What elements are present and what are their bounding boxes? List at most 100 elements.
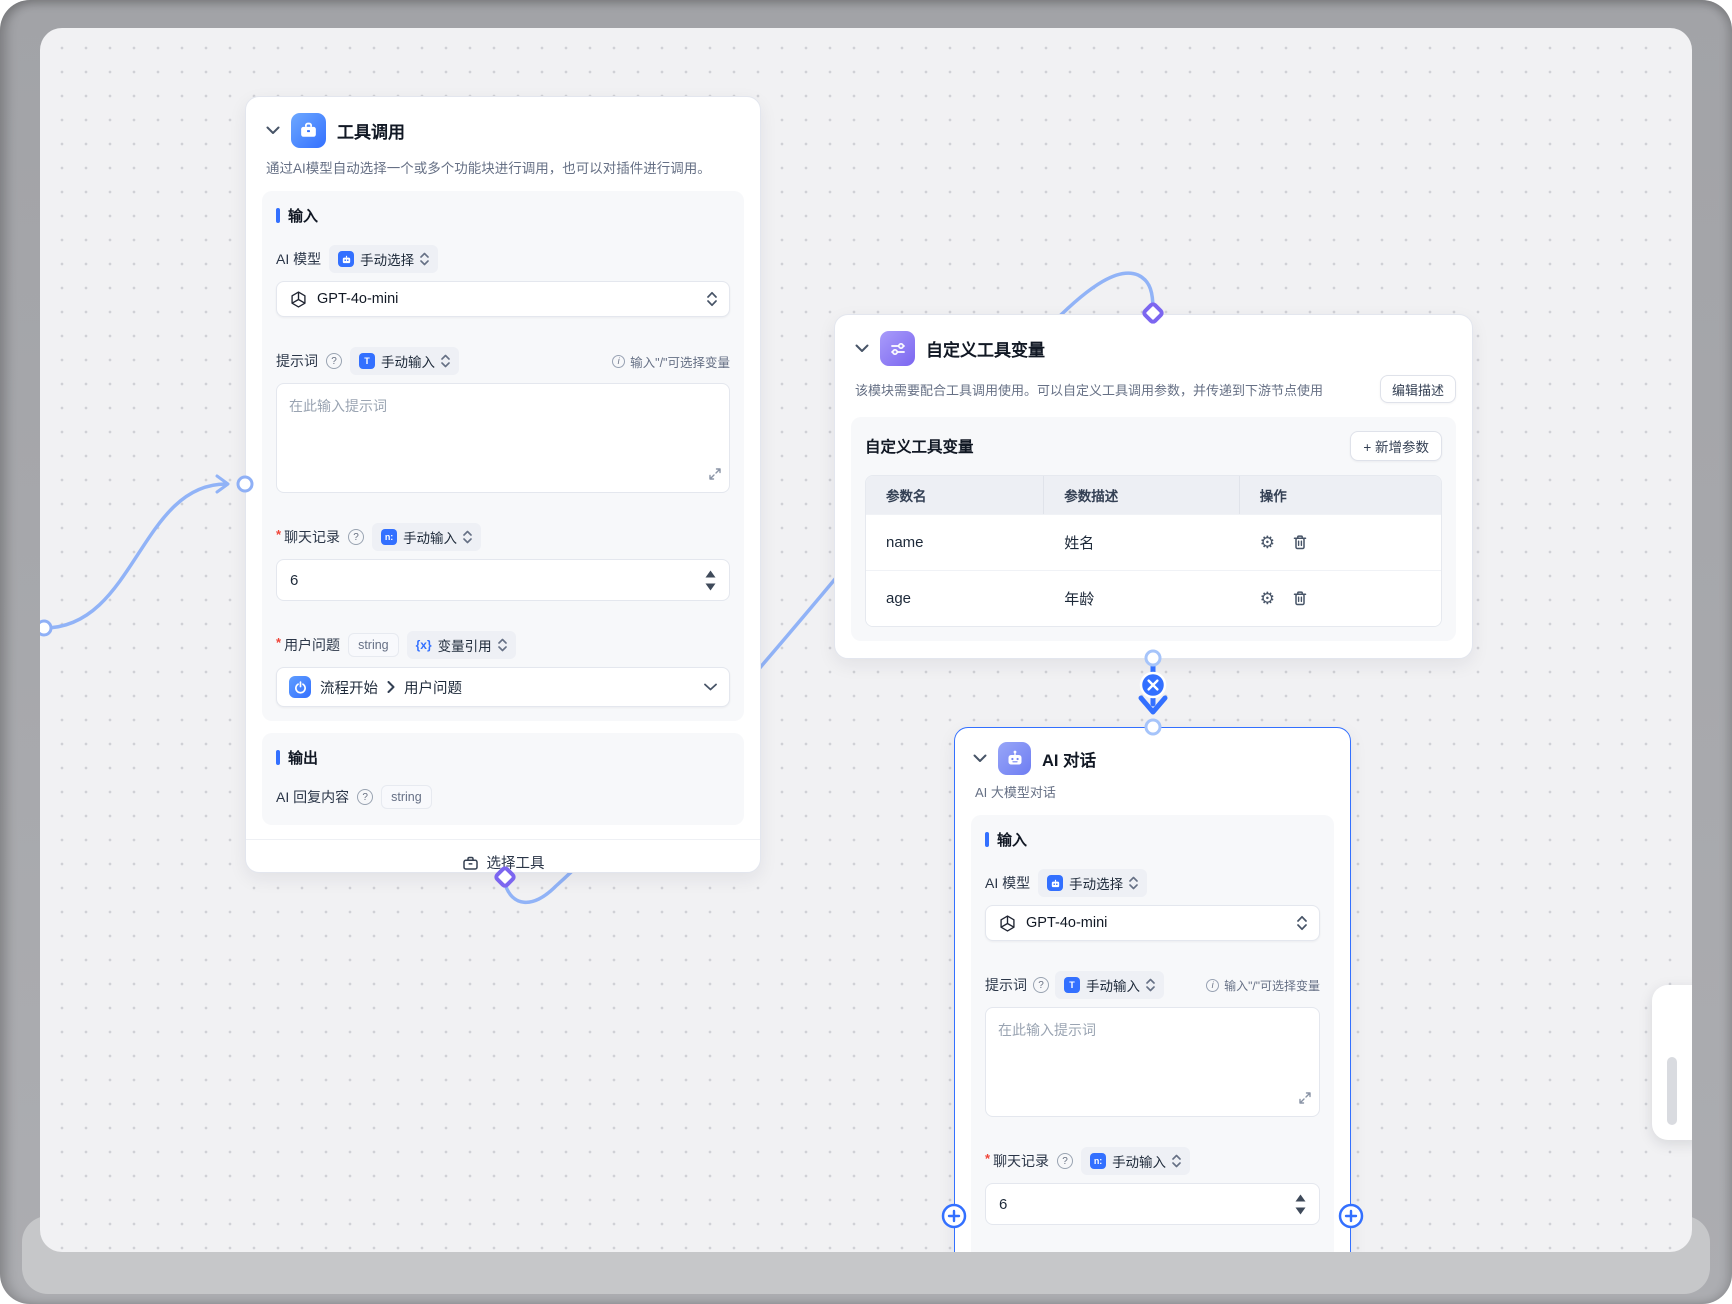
gear-icon[interactable]: ⚙ [1259,533,1275,552]
node-subtitle: AI 大模型对话 [975,785,1056,800]
prompt-textarea[interactable] [276,383,730,493]
section-bar [276,749,280,765]
updown-chevron-icon [441,354,450,368]
model-label: AI 模型 [985,875,1031,891]
params-table: 参数名 参数描述 操作 name 姓名 ⚙ age 年龄 [865,475,1442,627]
variable-reference-select[interactable]: 流程开始 用户问题 [276,667,730,707]
required-asterisk: * [276,634,282,650]
model-mode-selector[interactable]: 手动选择 [329,245,439,273]
info-icon [1206,978,1220,992]
table-header-row: 参数名 参数描述 操作 [866,476,1441,514]
prompt-mode-selector[interactable]: T 手动输入 [350,347,459,375]
info-icon [612,354,626,368]
robot-icon [998,742,1031,775]
history-label: 聊天记录 [284,529,341,545]
history-count-input[interactable] [999,1195,1295,1213]
step-up-icon[interactable] [1295,1194,1306,1202]
expand-icon[interactable] [1299,1091,1311,1109]
model-mode-selector[interactable]: 手动选择 [1038,869,1148,897]
openai-icon [291,290,306,308]
panel-title: 自定义工具变量 [865,439,974,456]
chevron-right-icon [387,681,395,693]
prompt-mode-selector[interactable]: T 手动输入 [1055,971,1164,999]
updown-chevron-icon [420,252,429,266]
param-name: name [886,534,924,551]
panel-drag-handle[interactable] [1667,1057,1677,1125]
edge-left-to-tool-call[interactable] [42,482,228,630]
slash-variable-hint: 输入"/"可选择变量 [612,352,730,371]
prompt-mode-label: 手动输入 [381,355,435,370]
help-icon[interactable] [1057,1153,1074,1169]
help-icon[interactable] [326,353,342,369]
help-icon[interactable] [1033,977,1049,993]
help-icon[interactable] [348,529,365,545]
close-icon [1147,679,1159,691]
output-section: 输出 AI 回复内容 string [262,733,744,825]
docked-side-panel[interactable] [1652,985,1692,1140]
collapse-chevron-icon[interactable] [855,344,869,353]
tool-call-node[interactable]: 工具调用 通过AI模型自动选择一个或多个功能块进行调用，也可以对插件进行调用。 … [245,96,761,873]
number-input-icon: n: [381,529,398,545]
type-chip: string [381,785,432,809]
model-value: GPT-4o-mini [317,291,399,307]
section-bar [985,831,989,847]
trash-icon[interactable] [1292,590,1308,607]
edge-arrow-chevron-icon [1138,695,1168,715]
trash-icon[interactable] [1292,534,1308,551]
flow-start-icon [289,676,311,698]
prompt-label: 提示词 [985,977,1027,993]
model-select[interactable]: GPT-4o-mini [985,905,1320,941]
model-value: GPT-4o-mini [1026,915,1108,931]
text-input-icon: T [1064,977,1080,993]
delete-edge-button[interactable] [1139,671,1167,699]
briefcase-outline-icon [462,856,478,870]
select-chevrons-icon [707,291,717,307]
required-asterisk: * [985,1150,991,1166]
question-mode-selector[interactable]: {x} 变量引用 [406,631,516,659]
question-mode-label: 变量引用 [437,639,492,654]
history-count-input[interactable] [290,571,705,589]
output-section-title: 输出 [288,749,319,767]
input-section-title: 输入 [997,831,1028,849]
model-select[interactable]: GPT-4o-mini [276,281,730,317]
workflow-canvas[interactable]: 工具调用 通过AI模型自动选择一个或多个功能块进行调用，也可以对插件进行调用。 … [40,28,1692,1252]
history-mode-label: 手动输入 [403,531,458,546]
edge-source-handle[interactable] [40,619,53,637]
add-param-button[interactable]: + 新增参数 [1350,431,1442,461]
collapse-chevron-icon[interactable] [973,754,987,763]
input-section: 输入 AI 模型 手动选择 GPT-4o-mini 提示词 [262,191,744,721]
ai-chat-node[interactable]: AI 对话 AI 大模型对话 输入 AI 模型 手动选择 GPT-4o-mini [954,727,1351,1252]
question-label: 用户问题 [284,637,341,653]
step-up-icon[interactable] [705,570,716,578]
input-section: 输入 AI 模型 手动选择 GPT-4o-mini 提示词 [971,815,1334,1252]
section-bar [276,207,280,223]
history-label: 聊天记录 [993,1153,1050,1169]
number-input-icon: n: [1090,1153,1107,1169]
edge-arrowhead [215,474,230,494]
expand-icon[interactable] [709,467,721,485]
edit-description-button[interactable]: 编辑描述 [1379,375,1456,403]
collapse-chevron-icon[interactable] [266,126,280,135]
slash-variable-hint: 输入"/"可选择变量 [1206,977,1320,994]
node-description: 通过AI模型自动选择一个或多个功能块进行调用，也可以对插件进行调用。 [266,161,711,176]
updown-chevron-icon [1146,978,1155,992]
step-down-icon[interactable] [705,583,716,591]
param-desc: 年龄 [1064,591,1095,608]
custom-vars-node[interactable]: 自定义工具变量 该模块需要配合工具调用使用。可以自定义工具调用参数，并传递到下游… [834,314,1473,659]
model-mode-label: 手动选择 [1069,877,1124,892]
history-mode-selector[interactable]: n: 手动输入 [1081,1147,1191,1175]
history-mode-label: 手动输入 [1112,1155,1167,1170]
robot-icon [338,251,355,267]
param-name: age [886,590,912,607]
col-actions: 操作 [1259,489,1287,504]
select-tool-button[interactable]: 选择工具 [246,839,760,885]
variable-field: 用户问题 [404,680,462,697]
gear-icon[interactable]: ⚙ [1259,589,1275,608]
history-mode-selector[interactable]: n: 手动输入 [372,523,482,551]
help-icon[interactable] [357,789,374,805]
prompt-textarea[interactable] [985,1007,1320,1117]
updown-chevron-icon [1172,1154,1181,1168]
openai-icon [1000,914,1015,932]
step-down-icon[interactable] [1295,1207,1306,1215]
